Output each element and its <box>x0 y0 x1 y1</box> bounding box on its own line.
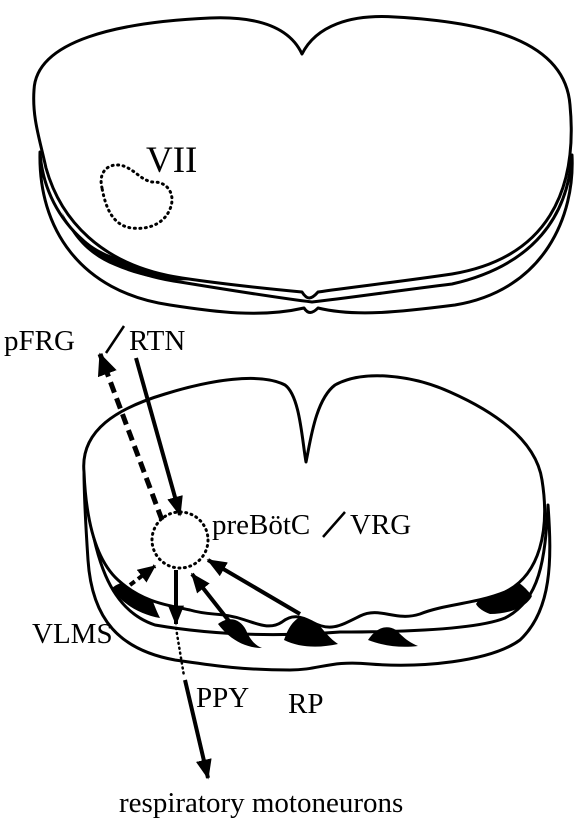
motoneurons-label: respiratory motoneurons <box>119 787 403 819</box>
prebotc-label: preBötC <box>212 509 310 541</box>
facial-nucleus-label: VII <box>146 140 197 181</box>
rostral-section-face <box>34 17 572 298</box>
rp-label: RP <box>288 688 323 720</box>
pfrg-label: pFRG <box>4 325 75 357</box>
rostral-section: VII <box>34 17 573 314</box>
vlms-label: VLMS <box>32 618 113 650</box>
pfrg-rtn-divider <box>106 326 124 353</box>
vrg-label: VRG <box>350 509 411 541</box>
ppy-label: PPY <box>196 682 249 714</box>
rtn-label: RTN <box>129 325 185 357</box>
